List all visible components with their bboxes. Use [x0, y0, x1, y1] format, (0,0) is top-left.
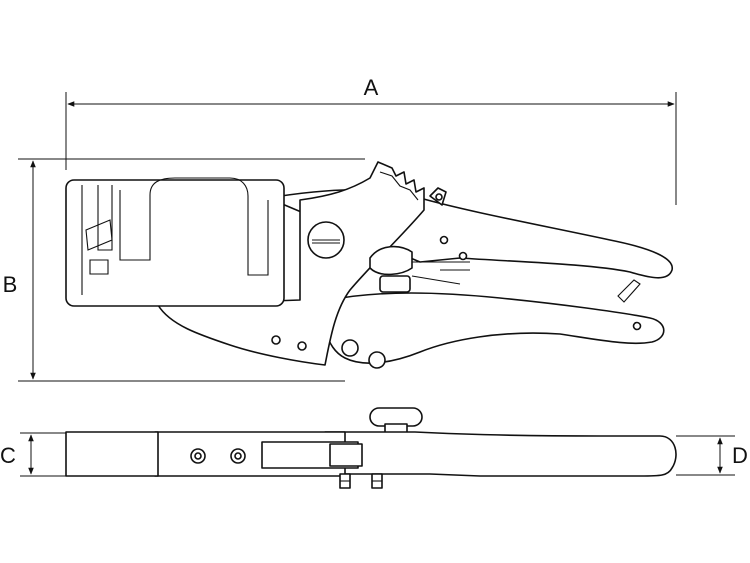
- dimension-a-label: A: [364, 75, 379, 100]
- dimension-a: A: [65, 75, 677, 205]
- head-body: [157, 161, 425, 366]
- blade-holder: [65, 179, 285, 307]
- dimension-b: B: [3, 158, 365, 382]
- handle-top-view: [324, 431, 677, 477]
- dimension-c-label: C: [0, 443, 16, 468]
- dimension-d: D: [676, 435, 748, 476]
- tool-side-view: [65, 161, 673, 369]
- tool-top-view: [65, 407, 677, 489]
- dimension-c: C: [0, 432, 66, 477]
- dimension-d-label: D: [732, 443, 748, 468]
- dimension-b-label: B: [3, 272, 18, 297]
- lower-handle: [324, 292, 665, 364]
